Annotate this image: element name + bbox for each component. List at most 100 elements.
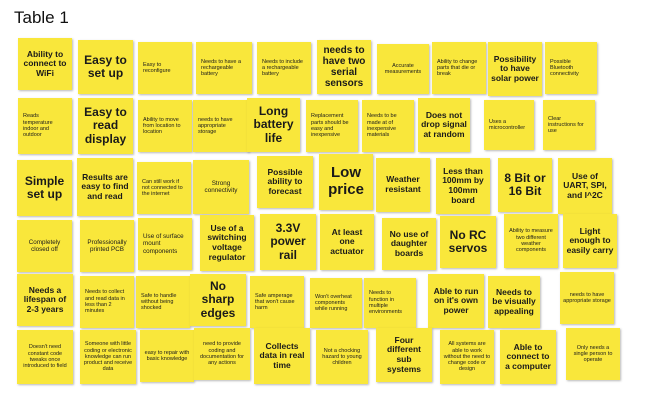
sticky-note-needs-include-rechargeable-battery[interactable]: Needs to include a rechargeable battery <box>257 42 311 94</box>
sticky-note-move-location[interactable]: Ability to move from location to locatio… <box>138 100 192 152</box>
sticky-note-strong-connectivity[interactable]: Strong connectivity <box>193 160 249 214</box>
sticky-note-inexpensive-materials[interactable]: Needs to be made at of inexpensive mater… <box>362 100 414 152</box>
sticky-note-easy-to-read-display[interactable]: Easy to read display <box>78 98 133 154</box>
sticky-note-easy-to-repair[interactable]: easy to repair with basic knowledge <box>140 330 194 382</box>
sticky-note-collects-data-real-time[interactable]: Collects data in real time <box>254 328 310 384</box>
sticky-note-needs-rechargeable-battery[interactable]: Needs to have a rechargeable battery <box>196 42 252 94</box>
sticky-note-appropriate-storage-2[interactable]: needs to have appropriate storage <box>560 272 614 324</box>
sticky-note-still-work-offline[interactable]: Can still work if not connected to the i… <box>137 162 191 214</box>
sticky-note-text: Needs to have a rechargeable battery <box>201 58 242 78</box>
sticky-note-board-size[interactable]: Less than 100mm by 100mm board <box>436 158 490 214</box>
sticky-note-text: Possible Bluetooth connectivity <box>550 58 579 78</box>
sticky-note-text: Does not drop signal at random <box>421 109 467 139</box>
sticky-note-text: Four different sub systems <box>386 334 422 374</box>
sticky-note-text: Low price <box>328 164 364 198</box>
sticky-note-text: Only needs a single person to operate <box>573 344 613 364</box>
sticky-note-text: Ability to measure two different weather… <box>509 228 553 254</box>
sticky-note-accurate-measurements[interactable]: Accurate measurements <box>377 44 429 94</box>
sticky-note-text: Results are easy to find and read <box>81 171 129 201</box>
sticky-note-text: Ability to connect to WiFi <box>23 48 67 78</box>
sticky-note-completely-closed-off[interactable]: Completely closed off <box>17 220 72 272</box>
sticky-note-lifespan[interactable]: Needs a lifespan of 2-3 years <box>17 274 73 326</box>
sticky-note-solar-power[interactable]: Possibility to have solar power <box>488 42 542 96</box>
sticky-note-low-price[interactable]: Low price <box>319 154 373 210</box>
sticky-note-no-constant-code-tweaks[interactable]: Doesn't need constant code tweaks once i… <box>17 330 73 384</box>
sticky-note-two-serial-sensors[interactable]: needs to have two serial sensors <box>317 40 371 94</box>
sticky-note-text: Less than 100mm by 100mm board <box>442 165 484 205</box>
sticky-note-bit-width[interactable]: 8 Bit or 16 Bit <box>498 158 552 212</box>
sticky-note-clear-instructions[interactable]: Clear instructions for use <box>543 100 595 150</box>
sticky-note-text: Needs to include a rechargeable battery <box>262 58 303 78</box>
sticky-note-text: Simple set up <box>24 173 65 201</box>
sticky-note-text: Long battery life <box>253 103 294 145</box>
sticky-note-text: All systems are able to work without the… <box>443 341 491 373</box>
sticky-note-no-sharp-edges[interactable]: No sharp edges <box>190 274 246 326</box>
sticky-note-simple-set-up[interactable]: Simple set up <box>17 160 72 216</box>
sticky-note-weather-resistant[interactable]: Weather resistant <box>376 158 430 212</box>
sticky-note-text: needs to have appropriate storage <box>563 291 611 304</box>
sticky-note-text: Accurate measurements <box>384 62 422 75</box>
sticky-note-text: Ability to change parts that die or brea… <box>437 58 478 78</box>
sticky-note-four-sub-systems[interactable]: Four different sub systems <box>376 328 432 382</box>
sticky-note-power-rail[interactable]: 3.3V power rail <box>260 214 316 270</box>
sticky-note-surface-mount[interactable]: Use of surface mount components <box>138 218 192 270</box>
sticky-note-wont-overheat[interactable]: Won't overheat components while running <box>310 278 362 328</box>
sticky-note-multiple-environments[interactable]: Needs to function in multiple environmen… <box>364 278 416 328</box>
sticky-note-single-person-operate[interactable]: Only needs a single person to operate <box>566 328 620 380</box>
sticky-note-appropriate-storage[interactable]: needs to have appropriate storage <box>193 100 249 152</box>
sticky-note-work-without-code-change[interactable]: All systems are able to work without the… <box>440 330 494 384</box>
sticky-note-text: Possibility to have solar power <box>491 53 539 83</box>
sticky-note-text: Possible ability to forecast <box>267 166 303 196</box>
sticky-note-text: Easy to set up <box>84 52 127 80</box>
sticky-note-text: Clear instructions for use <box>548 115 584 135</box>
sticky-note-printed-pcb[interactable]: Professionally printed PCB <box>80 220 134 272</box>
sticky-note-not-choking-hazard[interactable]: Not a chocking hazard to young children <box>316 330 368 384</box>
sticky-note-collect-read-data[interactable]: Needs to collect and read data in less t… <box>80 276 134 328</box>
sticky-note-coding-documentation[interactable]: need to provide coding and documentation… <box>194 328 250 380</box>
sticky-note-text: Safe amperage that won't cause harm <box>255 292 295 312</box>
sticky-note-text: Needs to be made at of inexpensive mater… <box>367 113 397 139</box>
sticky-note-text: Weather resistant <box>385 174 421 194</box>
sticky-note-text: Able to connect to a computer <box>505 341 551 371</box>
sticky-note-text: No sharp edges <box>200 278 236 320</box>
sticky-note-ability-to-connect-wifi[interactable]: Ability to connect to WiFi <box>18 38 72 90</box>
sticky-note-text: Use of surface mount components <box>143 233 184 255</box>
sticky-note-long-battery-life[interactable]: Long battery life <box>247 98 300 152</box>
sticky-note-light-enough[interactable]: Light enough to easily carry <box>563 214 617 268</box>
sticky-note-text: needs to have two serial sensors <box>322 44 366 90</box>
sticky-note-uart-spi-i2c[interactable]: Use of UART, SPI, and I^2C <box>558 158 612 214</box>
sticky-note-text: Can still work if not connected to the i… <box>142 178 183 198</box>
sticky-note-easy-to-set-up[interactable]: Easy to set up <box>78 40 133 94</box>
sticky-note-connect-to-computer[interactable]: Able to connect to a computer <box>500 330 556 384</box>
sticky-note-ability-to-forecast[interactable]: Possible ability to forecast <box>257 156 313 208</box>
sticky-note-easy-to-reconfigure[interactable]: Easy to reconfigure <box>138 42 192 94</box>
sticky-note-safe-to-handle[interactable]: Safe to handle without being shocked <box>136 276 190 328</box>
sticky-note-results-easy-find[interactable]: Results are easy to find and read <box>77 158 133 216</box>
sticky-note-reads-temperature[interactable]: Reads temperature indoor and outdoor <box>18 98 72 154</box>
sticky-note-text: No use of daughter boards <box>389 228 429 258</box>
sticky-note-uses-microcontroller[interactable]: Uses a microcontroller <box>484 100 534 150</box>
sticky-note-no-rc-servos[interactable]: No RC servos <box>440 216 496 268</box>
sticky-note-visually-appealing[interactable]: Needs to be visually appealing <box>488 276 540 328</box>
sticky-note-text: Easy to read display <box>84 104 127 146</box>
sticky-note-text: Doesn't need constant code tweaks once i… <box>23 344 67 370</box>
sticky-note-safe-amperage[interactable]: Safe amperage that won't cause harm <box>250 276 304 328</box>
sticky-note-one-actuator[interactable]: At least one actuator <box>320 214 374 270</box>
sticky-note-switching-regulator[interactable]: Use of a switching voltage regulator <box>200 215 254 271</box>
sticky-note-run-on-own-power[interactable]: Able to run on it's own power <box>428 274 484 328</box>
sticky-note-text: Replacement parts should be easy and ine… <box>311 113 349 139</box>
sticky-note-text: Ability to move from location to locatio… <box>143 116 181 136</box>
sticky-note-little-coding-knowledge[interactable]: Someone with little coding or electronic… <box>80 330 136 384</box>
sticky-note-text: Not a chocking hazard to young children <box>322 347 362 367</box>
sticky-note-replacement-parts[interactable]: Replacement parts should be easy and ine… <box>306 100 358 152</box>
sticky-note-change-parts[interactable]: Ability to change parts that die or brea… <box>432 42 486 94</box>
board-title: Table 1 <box>14 8 69 27</box>
sticky-note-text: Able to run on it's own power <box>433 285 479 315</box>
sticky-note-text: Reads temperature indoor and outdoor <box>23 113 53 139</box>
sticky-note-text: Collects data in real time <box>259 340 305 370</box>
sticky-note-does-not-drop-signal[interactable]: Does not drop signal at random <box>418 98 470 152</box>
sticky-note-different-weather-components[interactable]: Ability to measure two different weather… <box>504 214 558 268</box>
sticky-note-no-daughter-boards[interactable]: No use of daughter boards <box>382 218 436 270</box>
sticky-note-bluetooth-connectivity[interactable]: Possible Bluetooth connectivity <box>545 42 597 94</box>
sticky-note-text: Needs to function in multiple environmen… <box>369 290 403 316</box>
